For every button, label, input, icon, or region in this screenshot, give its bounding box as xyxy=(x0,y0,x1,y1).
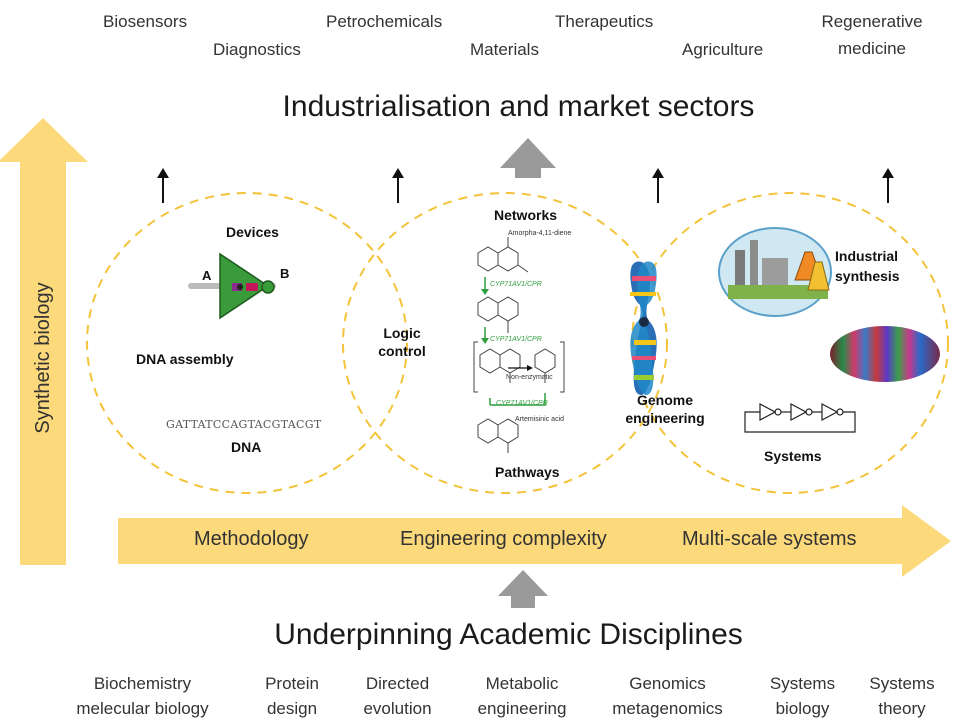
chromosome-icon xyxy=(630,261,657,396)
sector-regenerative-medicine: Regenerative medicine xyxy=(812,8,932,62)
label-dna: DNA xyxy=(231,439,262,455)
embryo-image xyxy=(830,326,940,382)
discipline-metabolic-engineering: Metabolic engineering xyxy=(462,671,582,721)
gate-input-label: A xyxy=(202,268,212,283)
label-devices: Devices xyxy=(226,224,279,240)
discipline-directed-line1: Directed xyxy=(365,674,430,693)
sector-regenerative-line2: medicine xyxy=(837,39,907,58)
discipline-biochemistry-line2: melecular biology xyxy=(76,699,209,718)
sector-materials: Materials xyxy=(470,40,539,59)
pathway-diagram xyxy=(473,237,565,453)
axis-label-engineering-complexity: Engineering complexity xyxy=(400,528,607,550)
discipline-systems-theory-line1: Systems xyxy=(869,674,935,693)
label-networks: Networks xyxy=(494,207,558,223)
genome-engineering-line2: engineering xyxy=(625,410,705,426)
discipline-protein-line2: design xyxy=(266,699,318,718)
industrial-plant-icon xyxy=(718,227,832,317)
grey-up-arrow-top xyxy=(500,138,556,178)
molecule-artemisinic-acid: Artemisinic acid xyxy=(515,416,565,423)
sector-petrochemicals: Petrochemicals xyxy=(326,12,443,31)
enzyme-label-3: CYP71AV1/CPR xyxy=(496,400,548,407)
discipline-protein-line1: Protein xyxy=(265,674,319,693)
circle-methodology xyxy=(86,192,408,494)
axis-label-methodology: Methodology xyxy=(194,528,309,550)
discipline-protein-design: Protein design xyxy=(252,671,332,721)
label-genome-engineering: Genome engineering xyxy=(620,391,710,427)
discipline-genomics-line1: Genomics xyxy=(629,674,706,693)
vertical-axis-label: Synthetic biology xyxy=(32,282,54,434)
logic-control-line2: control xyxy=(378,343,426,359)
genome-engineering-line1: Genome xyxy=(636,392,693,408)
discipline-systems-theory: Systems theory xyxy=(862,671,942,721)
axis-label-multiscale-systems: Multi-scale systems xyxy=(682,528,857,550)
discipline-biochemistry-line1: Biochemistry xyxy=(93,674,192,693)
discipline-directed-evolution: Directed evolution xyxy=(350,671,445,721)
discipline-directed-line2: evolution xyxy=(363,699,432,718)
logic-control-line1: Logic xyxy=(383,325,421,341)
label-logic-control: Logic control xyxy=(376,324,428,360)
discipline-genomics: Genomics metagenomics xyxy=(605,671,730,721)
discipline-biochemistry: Biochemistry melecular biology xyxy=(60,671,225,721)
gate-output-label: B xyxy=(280,266,290,281)
sector-biosensors: Biosensors xyxy=(103,12,188,31)
black-up-arrows xyxy=(157,168,894,203)
molecule-amorphadiene: Amorpha-4,11-diene xyxy=(508,230,572,237)
non-enzymatic-label: Non-enzymatic xyxy=(506,374,553,381)
dna-sequence: GATTATCCAGTACGTACGT xyxy=(166,418,322,431)
label-dna-assembly: DNA assembly xyxy=(136,351,234,367)
horizontal-arrow xyxy=(118,505,951,577)
logic-gate-icon xyxy=(188,252,276,320)
discipline-systems-theory-line2: theory xyxy=(878,699,926,718)
discipline-genomics-line2: metagenomics xyxy=(612,699,723,718)
sector-therapeutics: Therapeutics xyxy=(555,12,654,31)
vertical-arrow xyxy=(0,118,88,565)
discipline-systems-biology-line1: Systems xyxy=(769,674,836,693)
industrial-synthesis-line1: Industrial xyxy=(835,248,899,264)
grey-up-arrow-bottom xyxy=(498,570,548,608)
enzyme-label-1: CYP71AV1/CPR xyxy=(490,281,542,288)
vertical-axis-label-wrap: Synthetic biology xyxy=(0,282,143,433)
sector-diagnostics: Diagnostics xyxy=(213,40,301,59)
sector-agriculture: Agriculture xyxy=(682,40,764,59)
top-title: Industrialisation and market sectors xyxy=(282,90,755,123)
bottom-title: Underpinning Academic Disciplines xyxy=(274,618,743,651)
label-industrial-synthesis: Industrial synthesis xyxy=(835,246,900,286)
sector-regenerative-line1: Regenerative xyxy=(821,12,923,31)
discipline-metabolic-line2: engineering xyxy=(477,699,567,718)
discipline-systems-biology-line2: biology xyxy=(775,699,830,718)
enzyme-label-2: CYP71AV1/CPR xyxy=(490,336,542,343)
industrial-synthesis-line2: synthesis xyxy=(835,268,900,284)
circle-engineering xyxy=(342,192,668,494)
discipline-systems-biology: Systems biology xyxy=(765,671,840,721)
label-systems: Systems xyxy=(764,448,822,464)
label-pathways: Pathways xyxy=(495,464,560,480)
ring-oscillator-icon xyxy=(744,403,856,433)
discipline-metabolic-line1: Metabolic xyxy=(485,674,559,693)
